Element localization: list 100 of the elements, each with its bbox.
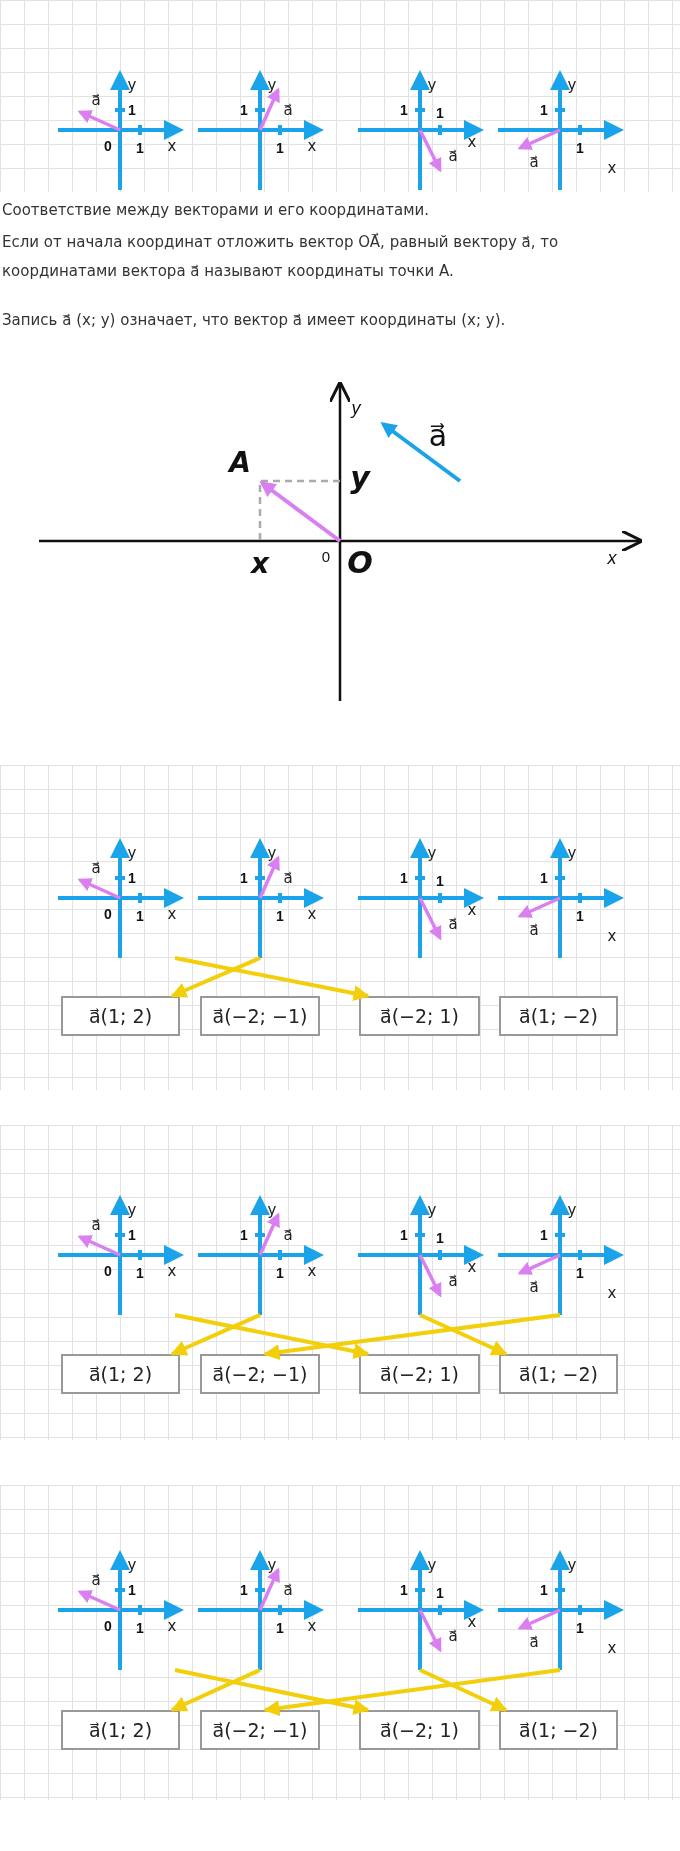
tick-label: 0 <box>104 1618 112 1634</box>
origin-label: 0 <box>321 547 331 565</box>
axis-label: y <box>427 844 437 862</box>
axis-label: x <box>167 1262 177 1280</box>
axis-label: a⃗ <box>529 1633 539 1651</box>
axis-label: a⃗ <box>283 101 293 119</box>
matching-arrow <box>170 1313 261 1356</box>
answer-box: a⃗(1; −2) <box>499 996 618 1036</box>
tick-label: 1 <box>276 140 284 156</box>
axis-label: x <box>607 159 617 177</box>
axis-label: a⃗ <box>448 915 458 933</box>
answer-box: a⃗(1; 2) <box>61 1710 180 1750</box>
tick-label: 1 <box>400 1227 408 1243</box>
tick-label: 1 <box>276 908 284 924</box>
paragraph: Соответствие между векторами и его координатами. <box>2 200 430 221</box>
tick-label: 1 <box>436 1585 444 1601</box>
tick-label: 1 <box>576 1620 584 1636</box>
tick-label: 1 <box>240 1582 248 1598</box>
tick-label: 1 <box>540 1227 548 1243</box>
paragraph: Если от начала координат отложить вектор OA⃗, равный вектору a⃗, то координатами вектора a⃗ называют координаты точки A. <box>2 231 560 282</box>
axis-label: y <box>427 1556 437 1574</box>
tick-label: 1 <box>400 102 408 118</box>
axis-label: a⃗ <box>448 1272 458 1290</box>
axis-label: x <box>167 905 177 923</box>
axis-label: y <box>267 1201 277 1219</box>
tick-label: 1 <box>128 870 136 886</box>
tick-label: 1 <box>136 1620 144 1636</box>
tick-label: 1 <box>576 908 584 924</box>
matching-arrow <box>263 1668 561 1716</box>
matching-arrow <box>170 956 261 998</box>
axis-label: x <box>467 1258 477 1276</box>
axis-label: y <box>567 844 577 862</box>
axis-label: x <box>607 927 617 945</box>
axis-label: a⃗ <box>91 1571 101 1589</box>
matching-arrow <box>170 1668 261 1712</box>
tick-label: 0 <box>104 138 112 154</box>
axis-label: y <box>567 1556 577 1574</box>
axis-label: a⃗ <box>283 1581 293 1599</box>
axis-label: y <box>127 76 137 94</box>
answer-box: a⃗(−2; 1) <box>359 1354 480 1394</box>
axis-label: x <box>167 1617 177 1635</box>
axis-label: y <box>127 844 137 862</box>
matching-arrow <box>174 1668 370 1715</box>
tick-label: 0 <box>104 906 112 922</box>
tick-label: 1 <box>400 870 408 886</box>
axis-label: a⃗ <box>448 147 458 165</box>
answer-box: a⃗(−2; 1) <box>359 996 480 1036</box>
axis-label: x <box>307 1617 317 1635</box>
axis-label: x <box>307 905 317 923</box>
axis-label: x <box>467 1613 477 1631</box>
axis-label: a⃗ <box>448 1627 458 1645</box>
tick-label: 1 <box>400 1582 408 1598</box>
tick-label: 1 <box>276 1265 284 1281</box>
axis-label: a⃗ <box>283 1226 293 1244</box>
answer-box: a⃗(−2; 1) <box>359 1710 480 1750</box>
answer-box: a⃗(−2; −1) <box>200 1710 320 1750</box>
axis-label: y <box>567 1201 577 1219</box>
tick-label: 1 <box>136 140 144 156</box>
paragraph: Запись a⃗ (x; y) означает, что вектор a⃗ имеет координаты (x; y). <box>2 310 507 331</box>
answer-box: a⃗(1; 2) <box>61 996 180 1036</box>
tick-label: 1 <box>136 908 144 924</box>
axis-label: y <box>267 1556 277 1574</box>
axis-label: a⃗ <box>529 921 539 939</box>
axis-label: a⃗ <box>529 1278 539 1296</box>
tick-label: 1 <box>436 873 444 889</box>
tick-label: 1 <box>436 105 444 121</box>
tick-label: 1 <box>128 1227 136 1243</box>
tick-label: 1 <box>576 140 584 156</box>
axis-label: x <box>607 1639 617 1657</box>
matching-arrow <box>174 1313 370 1359</box>
tick-label: 1 <box>540 1582 548 1598</box>
tick-label: 1 <box>128 102 136 118</box>
tick-label: 1 <box>240 870 248 886</box>
axis-label: x <box>607 547 617 569</box>
axis-label: y <box>267 844 277 862</box>
matching-arrow <box>419 1313 508 1356</box>
tick-label: 0 <box>104 1263 112 1279</box>
origin-label: O <box>347 544 373 580</box>
matching-arrow <box>263 1313 561 1361</box>
tick-label: 1 <box>136 1265 144 1281</box>
axis-label: x <box>467 133 477 151</box>
tick-label: 1 <box>540 102 548 118</box>
answer-box: a⃗(1; 2) <box>61 1354 180 1394</box>
answer-box: a⃗(1; −2) <box>499 1710 618 1750</box>
axis-label: x <box>307 1262 317 1280</box>
tick-label: 1 <box>240 1227 248 1243</box>
tick-label: 1 <box>436 1230 444 1246</box>
tick-label: 1 <box>576 1265 584 1281</box>
coordinate-label: y <box>350 459 370 495</box>
vector-label: a⃗ <box>428 417 448 453</box>
answer-box: a⃗(−2; −1) <box>200 996 320 1036</box>
tick-label: 1 <box>540 870 548 886</box>
matching-arrow <box>419 1668 508 1712</box>
axis-label: y <box>567 76 577 94</box>
tick-label: 1 <box>128 1582 136 1598</box>
axis-label: a⃗ <box>283 869 293 887</box>
axis-label: x <box>307 137 317 155</box>
answer-box: a⃗(−2; −1) <box>200 1354 320 1394</box>
axis-label: a⃗ <box>91 91 101 109</box>
tick-label: 1 <box>276 1620 284 1636</box>
